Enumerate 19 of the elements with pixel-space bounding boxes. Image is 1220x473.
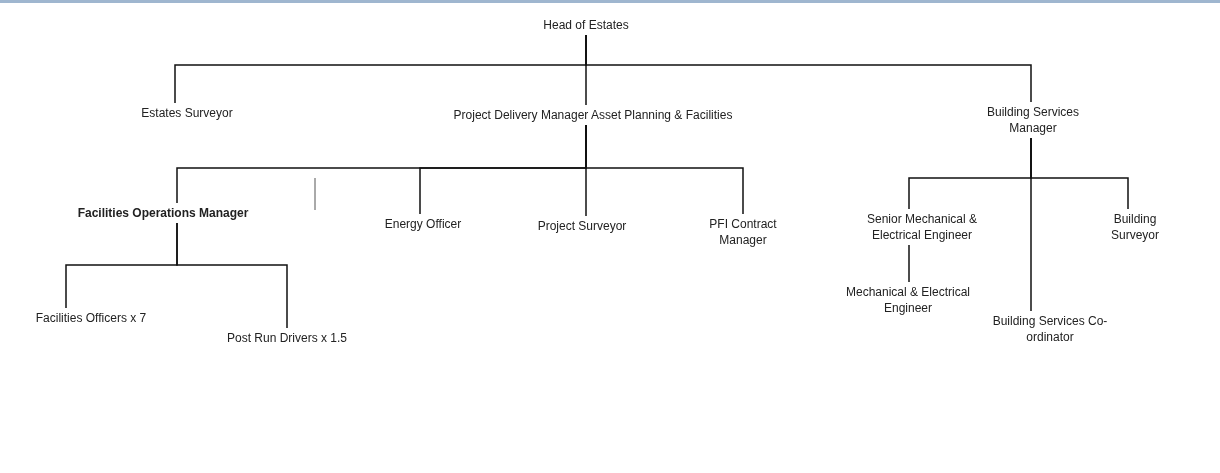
connector-line	[585, 124, 744, 215]
role-label: Project Surveyor	[527, 218, 637, 234]
role-label: PFI Contract Manager	[695, 216, 791, 248]
connector-line	[1030, 137, 1032, 312]
role-label: Facilities Operations Manager	[48, 205, 278, 221]
role-label: Building Services Co-ordinator	[990, 313, 1110, 345]
role-label: Building Surveyor	[1095, 211, 1175, 243]
connector-line	[908, 244, 910, 283]
role-label: Post Run Drivers x 1.5	[212, 330, 362, 346]
role-label: Estates Surveyor	[117, 105, 257, 121]
role-label: Head of Estates	[526, 17, 646, 33]
connector-line	[176, 222, 288, 329]
role-label: Mechanical & Electrical Engineer	[838, 284, 978, 316]
role-label: Facilities Officers x 7	[16, 310, 166, 326]
connector-line	[585, 34, 1032, 103]
role-label: Energy Officer	[373, 216, 473, 232]
role-label: Project Delivery Manager Asset Planning & Facilities	[393, 107, 793, 123]
role-label: Building Services Manager	[973, 104, 1093, 136]
role-label: Senior Mechanical & Electrical Engineer	[852, 211, 992, 243]
